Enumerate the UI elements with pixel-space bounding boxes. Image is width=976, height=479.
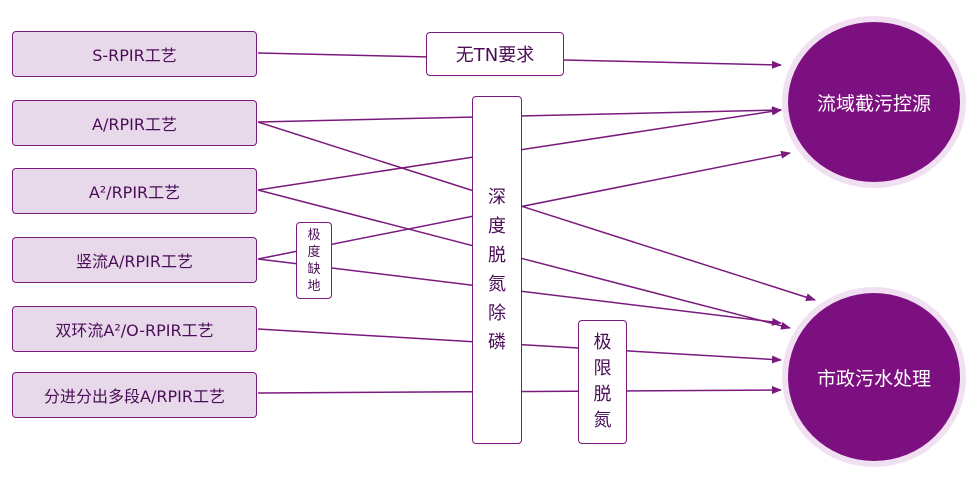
line-arpir-municipal [257,121,816,302]
process-box-s-rpir: S-RPIR工艺 [12,31,257,77]
process-label: 双环流A²/O-RPIR工艺 [55,321,214,340]
process-box-step-feed-a-rpir: 分进分出多段A/RPIR工艺 [12,372,257,418]
process-box-dual-loop-a2o-rpir: 双环流A²/O-RPIR工艺 [12,306,257,352]
process-label: A²/RPIR工艺 [88,183,181,202]
target-basin-label: 流域截污控源 [816,92,931,115]
target-basin-circle: 流域截污控源 [788,22,960,182]
process-label: 竖流A/RPIR工艺 [76,252,193,271]
limit-removal-label: 极 限 脱 氮 [593,332,612,431]
line-vertical-basin [257,150,791,260]
no-tn-requirement-box: 无TN要求 [426,32,564,76]
no-tn-label: 无TN要求 [455,45,535,66]
extreme-land-shortage-label: 极 度 缺 地 [307,227,321,294]
extreme-land-shortage-box: 极 度 缺 地 [296,222,332,299]
deep-removal-label: 深 度 脱 氮 除 磷 [488,187,506,353]
target-municipal-circle: 市政污水处理 [788,293,960,461]
deep-nitrogen-phosphorus-removal-box: 深 度 脱 氮 除 磷 [472,96,522,444]
process-box-a2-rpir: A²/RPIR工艺 [12,168,257,214]
process-label: S-RPIR工艺 [92,46,177,65]
target-municipal-label: 市政污水处理 [816,367,931,390]
process-label: 分进分出多段A/RPIR工艺 [44,387,225,406]
line-a2rpir-municipal [257,189,791,330]
limit-nitrogen-removal-box: 极 限 脱 氮 [578,320,627,444]
process-box-a-rpir: A/RPIR工艺 [12,100,257,146]
process-label: A/RPIR工艺 [92,115,177,134]
process-box-vertical-a-rpir: 竖流A/RPIR工艺 [12,237,257,283]
